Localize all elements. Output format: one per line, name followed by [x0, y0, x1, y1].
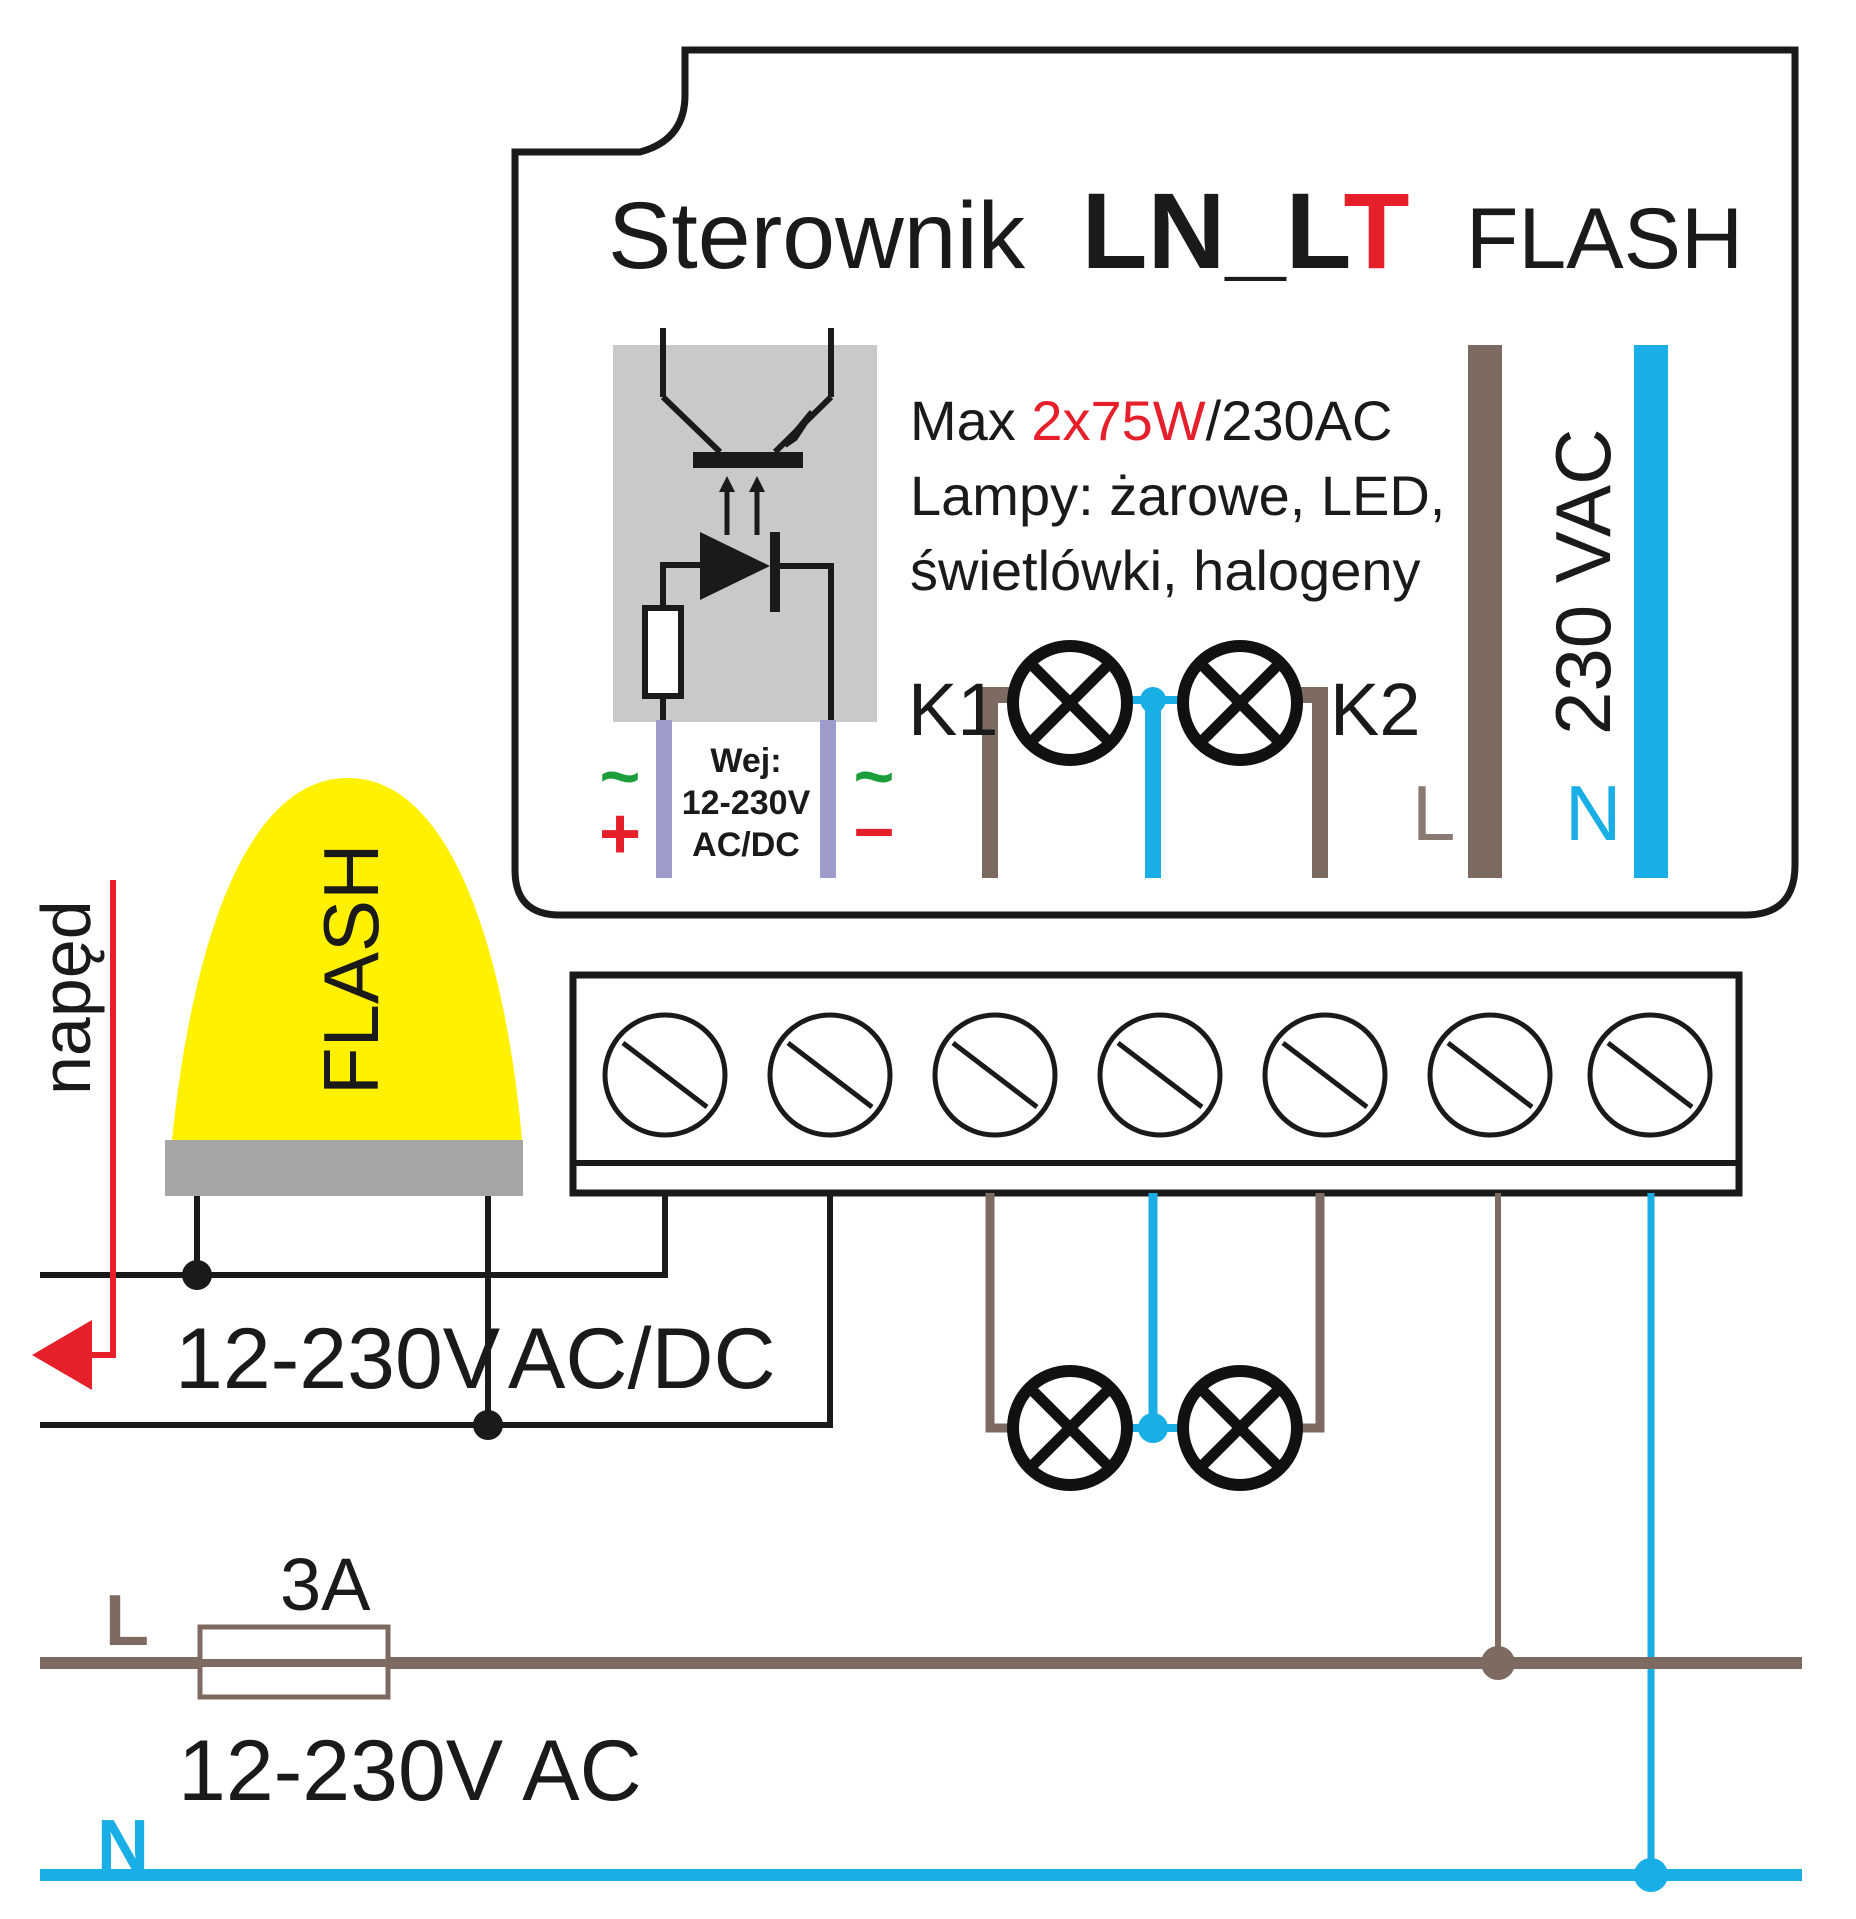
title-prefix: Sterownik: [608, 183, 1026, 289]
label-flash: FLASH: [307, 844, 395, 1095]
optocoupler-symbol: [613, 328, 877, 722]
screw-terminal-icon: [1427, 1012, 1553, 1138]
screw-terminal-icon: [1262, 1012, 1388, 1138]
lamp-cross-icon: [1007, 1365, 1133, 1491]
input-label-line1: Wej:: [710, 742, 781, 780]
label-l-mains: L: [105, 1581, 149, 1661]
label-k2: K2: [1330, 668, 1421, 751]
junction-dot: [182, 1260, 212, 1290]
input-label-line2: 12-230V: [682, 784, 811, 822]
junction-dot: [1634, 1858, 1668, 1892]
lamp-cross-icon: [1007, 640, 1133, 766]
screw-terminal-icon: [1587, 1012, 1713, 1138]
specs-power: 2x75W: [1031, 389, 1205, 452]
drive-arrow: [32, 880, 116, 1390]
terminal-screws: [602, 1012, 1713, 1138]
junction-dot: [473, 1410, 503, 1440]
screw-terminal-icon: [602, 1012, 728, 1138]
specs-line1: Max 2x75W/230AC: [910, 389, 1392, 452]
label-k1: K1: [908, 668, 999, 751]
title-model-t: T: [1344, 170, 1410, 291]
specs-line3: świetlówki, halogeny: [910, 539, 1420, 602]
junction-dot: [1481, 1646, 1515, 1680]
polarity-markers: ~ + ~ –: [599, 737, 894, 874]
label-n-mains: N: [97, 1806, 149, 1886]
label-l-inner: L: [1412, 769, 1455, 857]
specs-block: Max 2x75W/230AC Lampy: żarowe, LED, świe…: [910, 389, 1445, 602]
label-n-inner: N: [1565, 769, 1621, 857]
input-leads: [656, 720, 836, 878]
lamp-cross-icon: [1177, 640, 1303, 766]
input-label: Wej: 12-230V AC/DC: [682, 742, 811, 864]
lamp-cross-icon: [1177, 1365, 1303, 1491]
label-naped: napęd: [27, 900, 105, 1095]
controller-title: Sterownik LN_LT FLASH: [608, 170, 1743, 291]
screw-terminal-icon: [1097, 1012, 1223, 1138]
label-mains-voltage: 12-230V AC: [178, 1723, 642, 1819]
input-label-line3: AC/DC: [692, 826, 800, 864]
screw-terminal-icon: [932, 1012, 1058, 1138]
tilde-right: ~: [854, 737, 895, 815]
inner-supply-bars: [1468, 345, 1668, 878]
junction-dot: [1138, 1413, 1168, 1443]
plus-sign: +: [599, 794, 641, 874]
flash-lamp-icon: [165, 778, 523, 1196]
tilde-left: ~: [600, 737, 641, 815]
title-model: LN_L: [1082, 170, 1349, 291]
title-suffix: FLASH: [1466, 191, 1743, 287]
label-fuse: 3A: [280, 1543, 371, 1626]
label-230vac: 230 VAC: [1539, 429, 1627, 735]
label-supply-voltage: 12-230V: [175, 1311, 500, 1407]
label-supply-type: AC/DC: [508, 1311, 776, 1407]
specs-line2: Lampy: żarowe, LED,: [910, 464, 1445, 527]
screw-terminal-icon: [767, 1012, 893, 1138]
minus-sign: –: [854, 788, 894, 868]
